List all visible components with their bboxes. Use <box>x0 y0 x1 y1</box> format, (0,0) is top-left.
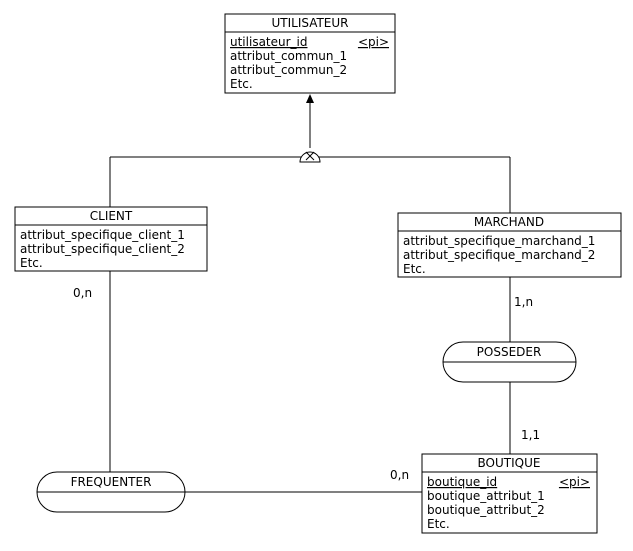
entity-attribute: attribut_commun_2 <box>230 63 347 77</box>
inheritance-links <box>109 94 511 213</box>
identifier-tag: <pi> <box>358 35 389 49</box>
cardinality-marchand-posseder: 1,n <box>514 295 533 309</box>
entity-attribute: Etc. <box>403 262 426 276</box>
entity-marchand[interactable]: MARCHAND attribut_specifique_marchand_1 … <box>397 212 622 278</box>
entity-attribute: Etc. <box>230 77 253 91</box>
association-title: POSSEDER <box>477 345 542 359</box>
entity-title: CLIENT <box>90 209 133 223</box>
entity-attribute: attribut_specifique_client_2 <box>20 242 185 256</box>
cardinality-boutique-frequenter: 0,n <box>390 468 409 482</box>
entity-box <box>397 212 622 278</box>
entity-box <box>421 453 598 534</box>
cardinality-client-frequenter: 0,n <box>73 286 92 300</box>
entity-utilisateur[interactable]: UTILISATEUR utilisateur_id <pi> attribut… <box>224 13 396 94</box>
entity-client[interactable]: CLIENT attribut_specifique_client_1 attr… <box>14 206 208 272</box>
association-title: FREQUENTER <box>71 475 152 489</box>
inheritance-x-mark-b <box>305 151 315 161</box>
entity-attribute: Etc. <box>427 517 450 531</box>
entity-title: BOUTIQUE <box>478 456 541 470</box>
association-posseder[interactable]: POSSEDER <box>442 341 577 383</box>
entity-attribute: attribut_specifique_marchand_1 <box>403 234 595 248</box>
entity-attribute: attribut_specifique_marchand_2 <box>403 248 595 262</box>
entity-attribute: Etc. <box>20 256 43 270</box>
cardinality-boutique-posseder: 1,1 <box>521 428 540 442</box>
inheritance-arrowhead <box>306 94 314 103</box>
cardinalities: 0,n 0,n 1,n 1,1 <box>73 286 540 482</box>
entity-box <box>224 13 396 94</box>
entity-attribute: boutique_attribut_1 <box>427 489 545 503</box>
entity-attribute: attribut_specifique_client_1 <box>20 228 185 242</box>
inheritance-exclusion-symbol <box>299 151 321 163</box>
entity-attribute: boutique_attribut_2 <box>427 503 545 517</box>
entity-boutique[interactable]: BOUTIQUE boutique_id <pi> boutique_attri… <box>421 453 598 534</box>
identifier-tag: <pi> <box>559 475 590 489</box>
entity-attribute: attribut_commun_1 <box>230 49 347 63</box>
entity-identifier: boutique_id <box>427 475 497 489</box>
entity-title: MARCHAND <box>474 215 544 229</box>
entity-title: UTILISATEUR <box>271 16 348 30</box>
entity-identifier: utilisateur_id <box>230 35 308 49</box>
association-frequenter[interactable]: FREQUENTER <box>36 471 186 513</box>
entity-box <box>14 206 208 272</box>
association-links <box>109 271 511 493</box>
